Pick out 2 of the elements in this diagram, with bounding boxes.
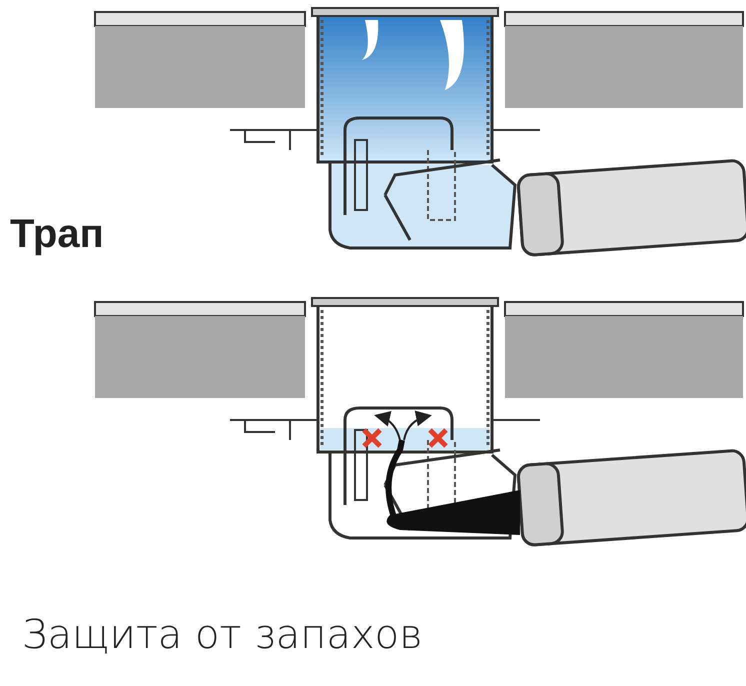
drain-title: Трап (10, 212, 104, 257)
caption: Защита от запахов (22, 612, 423, 658)
